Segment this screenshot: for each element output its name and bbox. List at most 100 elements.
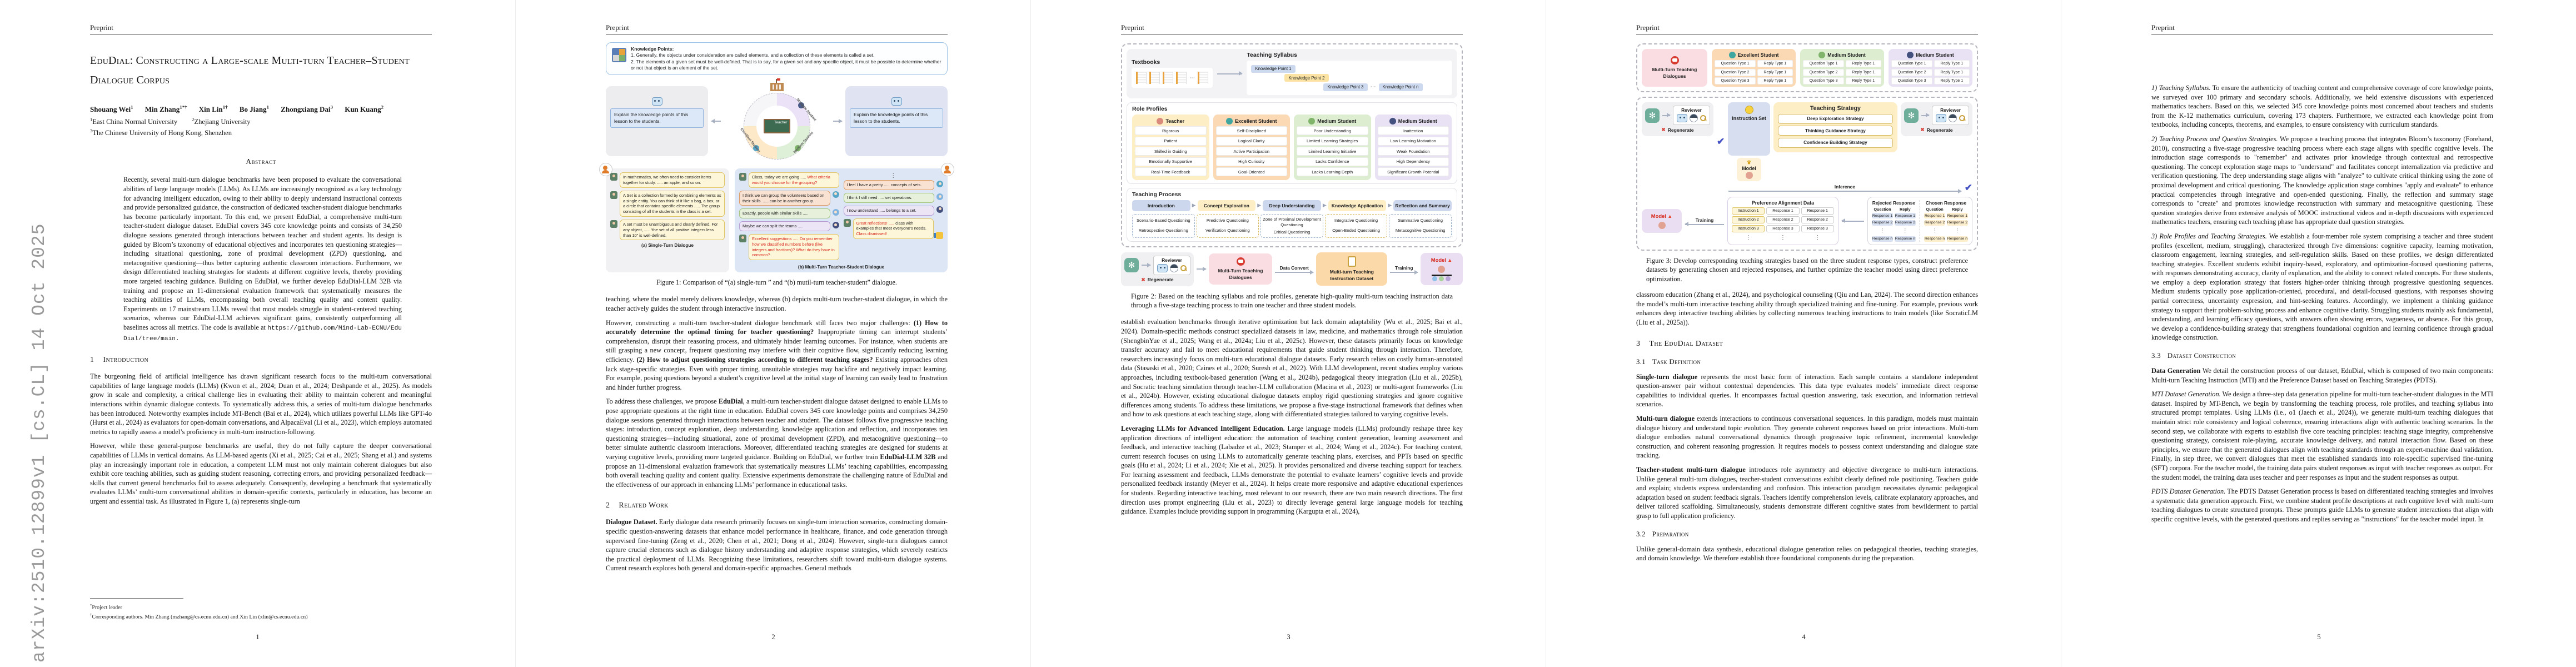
thumbs-up-icon	[934, 231, 943, 239]
teacher-system-prompt: Explain the knowledge points of this les…	[850, 108, 943, 128]
teacher-bubble: Great reflections! ..... class with exam…	[853, 218, 934, 239]
arrow-to-right-panel	[833, 118, 843, 123]
stage-concept-exploration: Concept Exploration	[1197, 200, 1256, 211]
doctor-icon	[1949, 114, 1957, 122]
student-model-icon	[1438, 274, 1445, 282]
strategy-deep-exploration: Deep Exploration Strategy	[1777, 113, 1893, 124]
abstract-heading: Abstract	[246, 157, 276, 166]
footnote-corresponding: †Corresponding authors. Min Zhang (mzhan…	[90, 613, 308, 620]
figure-1-caption: Figure 1: Comparison of “(a) single-turn…	[656, 278, 897, 287]
check-icon: ✔	[1964, 182, 1972, 193]
strategy-thinking-guidance: Thinking Guidance Strategy	[1777, 126, 1893, 136]
book-icon	[1176, 72, 1187, 84]
teacher-avatar	[739, 234, 746, 242]
preprint-label: Preprint	[1121, 23, 1144, 32]
github-link[interactable]: https://github.com/Mind-Lab-ECNU/EduDial…	[123, 325, 402, 342]
preprint-header: Preprint	[1121, 23, 1463, 34]
student-avatar	[936, 181, 943, 188]
teacher-bubble: In mathematics, we often need to conside…	[620, 172, 725, 188]
student-bubble: Maybe we can split the teams .....	[739, 221, 830, 231]
footnotes: *Project leader †Corresponding authors. …	[90, 598, 432, 620]
arrow	[1142, 262, 1151, 267]
role-circle: Teacher Excellent Student Medium Student…	[739, 93, 817, 160]
student-avatar	[936, 193, 943, 201]
generator-panel-left: ✻ Reviewer ✖Regenerate	[1642, 102, 1713, 136]
struggle-student-avatar	[1389, 118, 1396, 125]
response-cell: Response n	[1871, 236, 1894, 242]
reviewer-card: Reviewer	[1673, 106, 1710, 125]
cross-icon: ✖	[1141, 276, 1145, 282]
author: Bo Jiang1	[239, 104, 270, 114]
teacher-avatar	[739, 173, 746, 181]
teaching-syllabus-box: Knowledge Point 1 Knowledge Point 2 Know…	[1247, 61, 1452, 95]
teacher-model-icon	[1745, 172, 1753, 179]
book-icon	[1198, 72, 1208, 84]
struggle-student-avatar	[1907, 52, 1914, 58]
paragraph-challenges: However, constructing a multi-turn teach…	[606, 318, 948, 391]
teacher-blackboard: Teacher	[763, 119, 790, 134]
question-type-cell: Question Type 1	[1803, 60, 1845, 67]
response-cell: Response 2	[1924, 220, 1946, 226]
regenerate-loop: ✖Regenerate	[1661, 127, 1694, 133]
paragraph-leveraging: Leveraging LLMs for Advanced Intelligent…	[1121, 424, 1463, 516]
page-3: Preprint Textbooks ⋯	[1030, 0, 1546, 667]
trait-pill: Limited Learning Strategies	[1297, 136, 1368, 146]
inference-arrow: Inference	[1728, 184, 1962, 193]
teaching-process-panel: Teaching Process Introduction ▶ Concept …	[1127, 187, 1457, 242]
question-type-cell: Question Type 3	[1891, 77, 1933, 84]
paragraph-teaching-process: 2) Teaching Process and Question Strateg…	[2151, 135, 2493, 226]
knowledge-point-chip: Knowledge Point 3	[1323, 83, 1368, 91]
paragraph-establish: establish evaluation benchmarks through …	[1121, 318, 1463, 419]
magnifier-icon	[1180, 265, 1187, 271]
abstract-text: Recently, several multi-turn dialogue be…	[123, 176, 402, 342]
reply-type-cell: Reply Type 1	[1757, 60, 1793, 67]
reply-type-cell: Reply Type 1	[1757, 77, 1793, 84]
crown-icon: ♛	[1747, 160, 1752, 165]
teacher-model-icon	[1438, 266, 1446, 273]
paragraph-edudial: To address these challenges, we propose …	[606, 397, 948, 489]
regenerate-loop: ✖Regenerate	[1141, 276, 1174, 283]
trait-pill: Significant Growth Potential	[1377, 167, 1449, 176]
textbooks-box: ⋯	[1132, 68, 1213, 88]
ellipsis-vertical: ⋮	[1815, 235, 1821, 241]
robot-icon	[891, 97, 902, 106]
model-box: Model ▲	[1642, 208, 1682, 233]
arxiv-watermark: arXiv:2510.12899v1 [cs.CL] 14 Oct 2025	[29, 223, 49, 663]
textbooks-label: Textbooks	[1132, 59, 1160, 66]
teacher-avatar	[610, 173, 617, 181]
phone-icon	[1347, 256, 1356, 267]
question-strategies-deep: Zone of Proximal Development Questioning…	[1260, 214, 1323, 238]
student-avatar	[832, 209, 839, 216]
reply-type-cell: Reply Type 1	[1845, 77, 1881, 84]
response-cell: Response 1	[1766, 207, 1800, 215]
trait-pill: Active Participation	[1215, 147, 1287, 156]
chat-icon	[1236, 257, 1245, 266]
stage-reflection-summary: Reflection and Summary	[1393, 200, 1452, 211]
trait-pill: Logical Clarity	[1215, 136, 1287, 146]
medium-student-label: Medium Student	[793, 131, 814, 155]
student-responses-panel: Multi-Turn Teaching Dialogues Excellent …	[1636, 43, 1978, 92]
author: Zhongxiang Dai3	[281, 104, 333, 114]
paragraph-role-profiles: 3) Role Profiles and Teaching Strategies…	[2151, 232, 2493, 342]
robot-icon	[1157, 263, 1168, 272]
paragraph: teaching, where the model merely deliver…	[606, 295, 948, 313]
paragraph-mti-generation: MTI Dataset Generation. We design a thre…	[2151, 390, 2493, 481]
student-bubble: I feel I have a pretty ..... concepts of…	[843, 180, 934, 191]
stage-arrow-icon: ▶	[1322, 202, 1327, 208]
ellipsis-vertical: ⋮	[1902, 227, 1908, 234]
llm-icon: ✻	[1124, 258, 1139, 273]
generation-flow: ✻ Reviewer ✖Regenerate Multi-Turn Teachi…	[1121, 252, 1463, 286]
ellipsis-vertical: ⋮	[1780, 235, 1786, 241]
knowledge-points-box: Knowledge Points: 1. Generally, the obje…	[606, 42, 948, 76]
robot-icon	[1677, 114, 1687, 122]
page-number: 3	[1287, 633, 1291, 641]
trait-pill: Low Learning Motivation	[1377, 136, 1449, 146]
single-turn-prompt-panel: Explain the knowledge points of this les…	[606, 86, 708, 157]
teaching-strategy-panel: Teaching Strategy Deep Exploration Strat…	[1773, 102, 1897, 152]
instruction-set-box: Instruction Set	[1728, 102, 1770, 156]
paragraph-teacher-student: Teacher-student multi-turn dialogue intr…	[1636, 465, 1978, 520]
